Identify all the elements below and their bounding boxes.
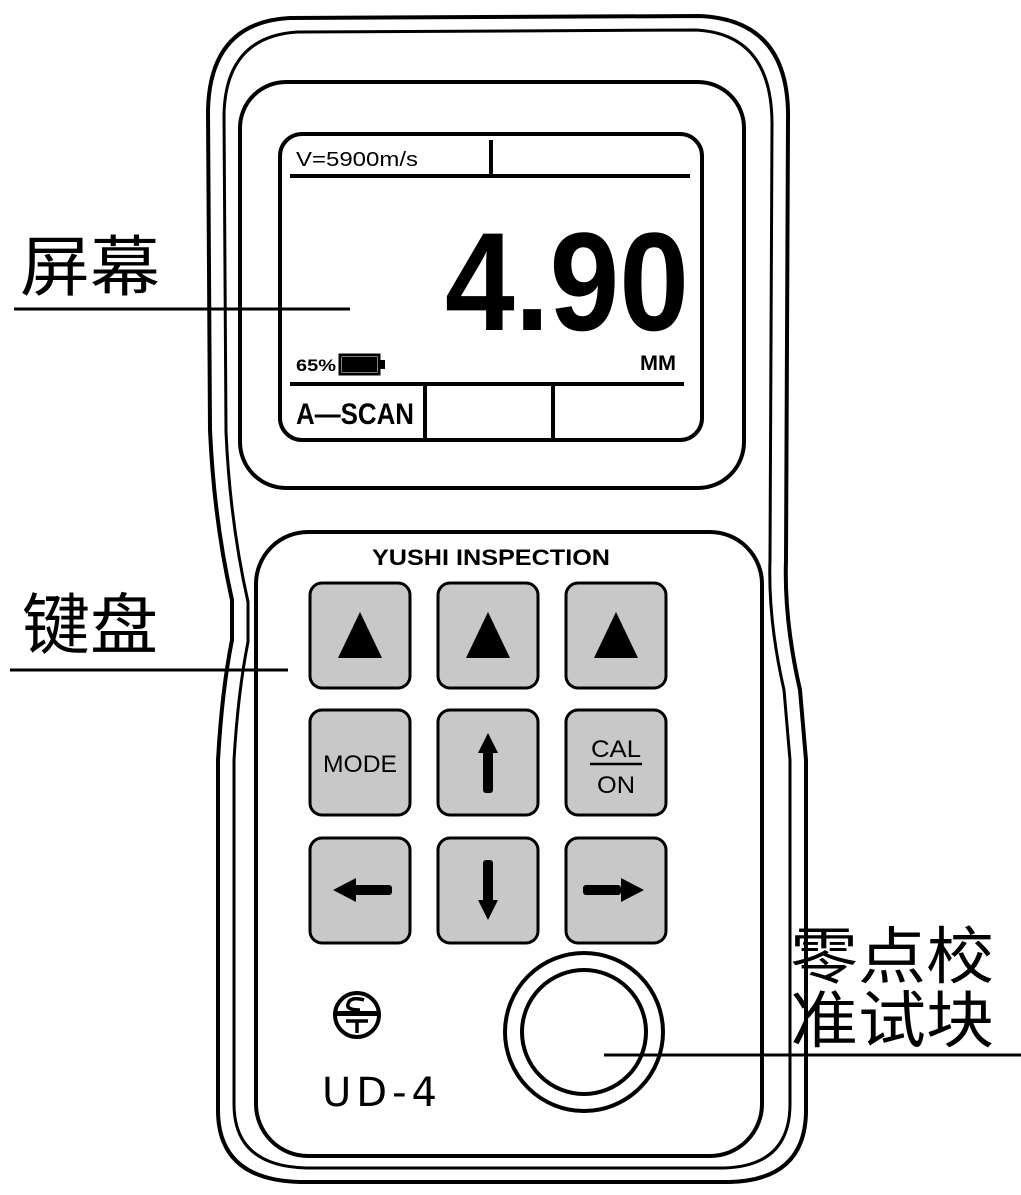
zero-block-callout-line1: 零点校	[790, 920, 994, 993]
brand-label: YUSHI INSPECTION	[372, 545, 610, 570]
function-key-3[interactable]	[564, 581, 668, 690]
battery-percent: 65%	[296, 356, 336, 375]
device-body-inner	[222, 28, 792, 1170]
lcd-screen: V=5900m/s 4.90 65% MM A—SCAN	[278, 132, 704, 442]
velocity-readout: V=5900m/s	[296, 149, 418, 171]
battery-icon	[338, 353, 385, 376]
softkey-a-scan: A—SCAN	[296, 398, 414, 431]
up-button[interactable]	[436, 708, 540, 817]
arrow-up-icon	[478, 733, 498, 793]
triangle-up-icon	[466, 612, 510, 658]
unit-label: MM	[640, 352, 676, 375]
keypad-callout-label: 键盘	[22, 587, 158, 664]
arrow-left-icon	[333, 878, 392, 902]
arrow-right-icon	[583, 878, 644, 902]
function-key-1[interactable]	[308, 581, 412, 690]
screen-callout-label: 屏幕	[20, 229, 160, 306]
on-label: ON	[597, 772, 635, 799]
mode-label: MODE	[323, 751, 397, 778]
model-label: UD-4	[322, 1070, 442, 1116]
mode-button[interactable]: MODE	[308, 708, 412, 817]
zero-calibration-block	[503, 951, 665, 1113]
down-button[interactable]	[436, 836, 540, 945]
triangle-up-icon	[594, 612, 638, 658]
triangle-up-icon	[338, 612, 382, 658]
cal-label: CAL	[591, 736, 641, 763]
left-button[interactable]	[308, 836, 412, 945]
function-key-2[interactable]	[436, 581, 540, 690]
arrow-down-icon	[478, 860, 498, 920]
cal-on-button[interactable]: CAL ON	[564, 708, 668, 817]
zero-block-callout-line2: 准试块	[790, 984, 994, 1057]
right-button[interactable]	[564, 836, 668, 945]
company-logo	[333, 991, 381, 1039]
thickness-reading: 4.90	[445, 203, 689, 360]
